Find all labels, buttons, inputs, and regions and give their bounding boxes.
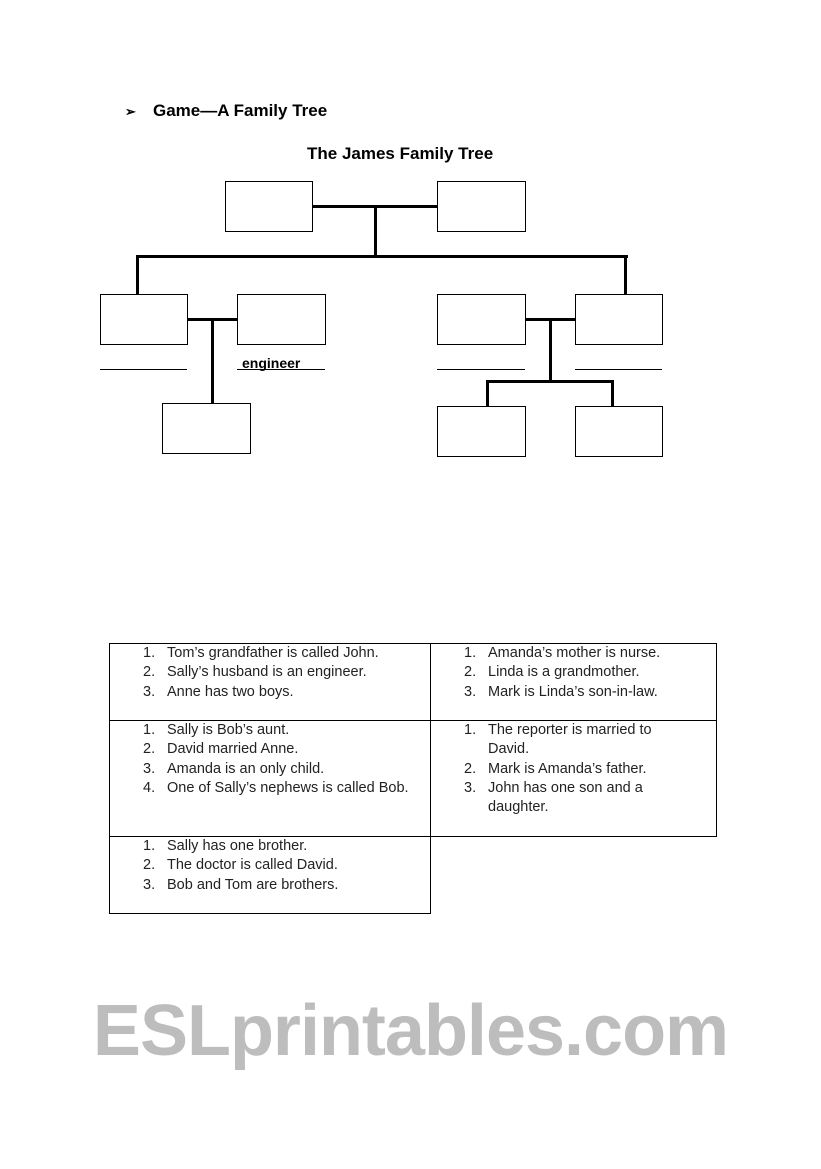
clue-item: 3.Mark is Linda’s son-in-law.: [464, 683, 658, 700]
clue-cell: 1.The reporter is married to David. 2.Ma…: [430, 720, 717, 837]
name-box-parent-1[interactable]: [100, 294, 188, 345]
connector: [136, 255, 628, 258]
name-box-grandparent-2[interactable]: [437, 181, 526, 232]
connector: [611, 381, 614, 406]
clue-item: 2.David married Anne.: [143, 741, 299, 758]
name-box-parent-3[interactable]: [437, 294, 526, 345]
connector: [486, 380, 614, 383]
connector: [549, 319, 552, 382]
clue-item: 1.Tom’s grandfather is called John.: [143, 645, 379, 661]
connector: [374, 206, 377, 257]
clue-item: 1.Sally is Bob’s aunt.: [143, 722, 290, 738]
name-box-child-1[interactable]: [162, 403, 251, 454]
clue-item: 3.John has one son and a daughter.: [464, 779, 643, 816]
name-box-parent-4[interactable]: [575, 294, 663, 345]
connector: [486, 381, 489, 406]
connector: [624, 256, 627, 294]
tree-title: The James Family Tree: [307, 144, 494, 163]
clue-cell: 1.Amanda’s mother is nurse. 2.Linda is a…: [430, 643, 717, 721]
clue-item: 2.Sally’s husband is an engineer.: [143, 664, 367, 681]
clue-item: 4.One of Sally’s nephews is called Bob.: [143, 779, 409, 796]
name-box-child-2[interactable]: [437, 406, 526, 457]
name-box-grandparent-1[interactable]: [225, 181, 313, 232]
clue-item: 3.Bob and Tom are brothers.: [143, 876, 339, 893]
occupation-line[interactable]: [575, 369, 662, 370]
occupation-line[interactable]: [237, 369, 325, 370]
clue-item: 2.Linda is a grandmother.: [464, 664, 640, 681]
arrow-bullet-icon: ➢: [125, 104, 136, 119]
clue-item: 1.Sally has one brother.: [143, 838, 308, 854]
clue-item: 3.Amanda is an only child.: [143, 760, 325, 777]
clue-item: 1.Amanda’s mother is nurse.: [464, 645, 661, 661]
connector: [211, 319, 214, 403]
watermark: ESLprintables.com: [92, 991, 729, 1071]
heading-text: Game—A Family Tree: [153, 101, 328, 120]
clue-cell: 1.Tom’s grandfather is called John. 2.Sa…: [109, 643, 431, 721]
occupation-label: engineer: [242, 355, 301, 371]
name-box-parent-2[interactable]: [237, 294, 326, 345]
name-box-child-3[interactable]: [575, 406, 663, 457]
clue-cell: 1.Sally has one brother. 2.The doctor is…: [109, 836, 431, 914]
clue-item: 2.The doctor is called David.: [143, 857, 338, 874]
clue-item: 3.Anne has two boys.: [143, 683, 294, 700]
occupation-line[interactable]: [100, 369, 187, 370]
connector: [136, 256, 139, 294]
clue-item: 1.The reporter is married to David.: [464, 722, 652, 758]
occupation-line[interactable]: [437, 369, 525, 370]
clue-cell: 1.Sally is Bob’s aunt. 2.David married A…: [109, 720, 431, 837]
section-heading: ➢ Game—A Family Tree: [125, 101, 327, 121]
clue-item: 2.Mark is Amanda’s father.: [464, 760, 647, 777]
